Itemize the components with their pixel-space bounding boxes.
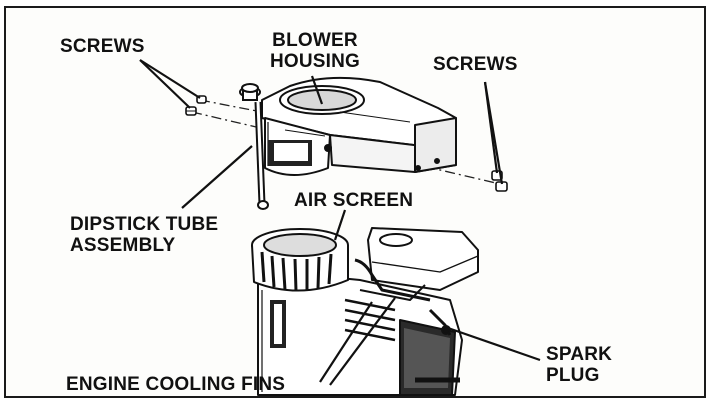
label-dipstick-tube-assembly: DIPSTICK TUBE ASSEMBLY xyxy=(70,214,218,256)
label-screws-left-text: SCREWS xyxy=(60,36,145,57)
dipstick-tube-drawing xyxy=(239,83,269,210)
leader-lines xyxy=(139,59,541,386)
label-dipstick-tube-line1: DIPSTICK TUBE xyxy=(70,214,219,235)
screw-icon-left-1 xyxy=(185,106,197,116)
label-air-screen: AIR SCREEN xyxy=(294,190,413,211)
label-screws-left: SCREWS xyxy=(60,36,145,57)
label-spark-plug-line1: SPARK xyxy=(546,344,613,365)
label-engine-cooling-fins: ENGINE COOLING FINS xyxy=(66,374,285,395)
blower-housing-drawing xyxy=(261,76,457,176)
label-engine-cooling-fins-text: ENGINE COOLING FINS xyxy=(66,374,286,395)
label-blower-housing-line2: HOUSING xyxy=(269,51,361,72)
label-spark-plug-line2: PLUG xyxy=(546,365,600,386)
label-dipstick-tube-line2: ASSEMBLY xyxy=(70,235,176,256)
label-air-screen-text: AIR SCREEN xyxy=(294,190,414,211)
label-spark-plug: SPARK PLUG xyxy=(546,344,612,386)
label-screws-right-text: SCREWS xyxy=(433,54,518,75)
engine-drawing xyxy=(251,227,479,396)
label-blower-housing-line1: BLOWER xyxy=(272,30,358,51)
label-screws-right: SCREWS xyxy=(433,54,518,75)
alignment-lines xyxy=(191,99,501,185)
label-blower-housing: BLOWER HOUSING xyxy=(260,30,370,72)
